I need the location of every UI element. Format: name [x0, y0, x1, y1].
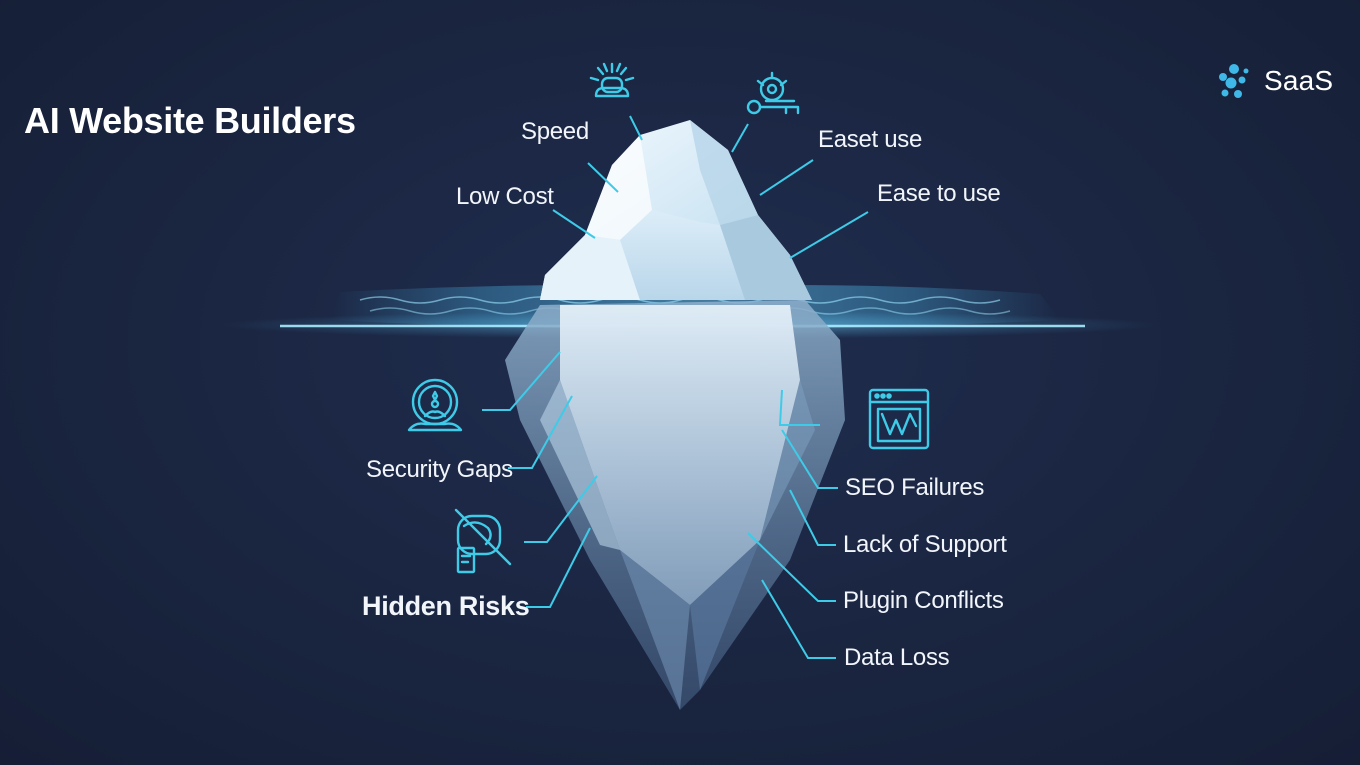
gear-key-icon	[746, 71, 800, 115]
brand-logo: SaaS	[1216, 58, 1333, 104]
iceberg-underwater	[505, 300, 845, 710]
browser-window-icon	[868, 388, 930, 450]
connector-low-cost	[552, 209, 596, 239]
connector-hidden-risks	[526, 527, 591, 608]
connector-security-icon	[482, 351, 561, 411]
label-easet-use: Easet use	[818, 126, 923, 153]
label-security-gaps: Security Gaps	[366, 456, 513, 483]
no-entry-ticket-icon	[454, 508, 512, 574]
connector-data-loss	[761, 579, 836, 659]
connector-seo-icon	[778, 389, 820, 426]
label-low-cost: Low Cost	[456, 183, 554, 210]
brand-name: SaaS	[1264, 65, 1334, 96]
label-seo-failures: SEO Failures	[845, 474, 985, 501]
connector-easet-icon	[731, 123, 749, 153]
brain-burst-icon	[589, 62, 635, 98]
molecule-dots-icon	[1219, 64, 1249, 98]
shield-person-icon	[407, 378, 463, 432]
label-speed: Speed	[521, 118, 589, 145]
connector-plugin	[747, 532, 836, 602]
connector-speed-icon	[629, 115, 643, 141]
iceberg-tip	[540, 120, 812, 300]
connector-seo	[781, 429, 838, 489]
connector-support	[789, 489, 836, 546]
connector-security-gaps	[508, 395, 573, 469]
page-title: AI Website Builders	[24, 100, 356, 141]
label-hidden-risks: Hidden Risks	[362, 591, 530, 621]
label-ease-to-use: Ease to use	[877, 180, 1001, 207]
connector-speed	[587, 162, 619, 193]
connector-hidden-icon	[524, 475, 598, 543]
connector-ease-to-use	[789, 211, 869, 259]
label-data-loss: Data Loss	[844, 644, 950, 671]
label-plugin-conflicts: Plugin Conflicts	[843, 587, 1004, 614]
connector-lines	[482, 115, 869, 659]
connector-easet-use	[759, 159, 814, 196]
label-lack-of-support: Lack of Support	[843, 531, 1007, 558]
